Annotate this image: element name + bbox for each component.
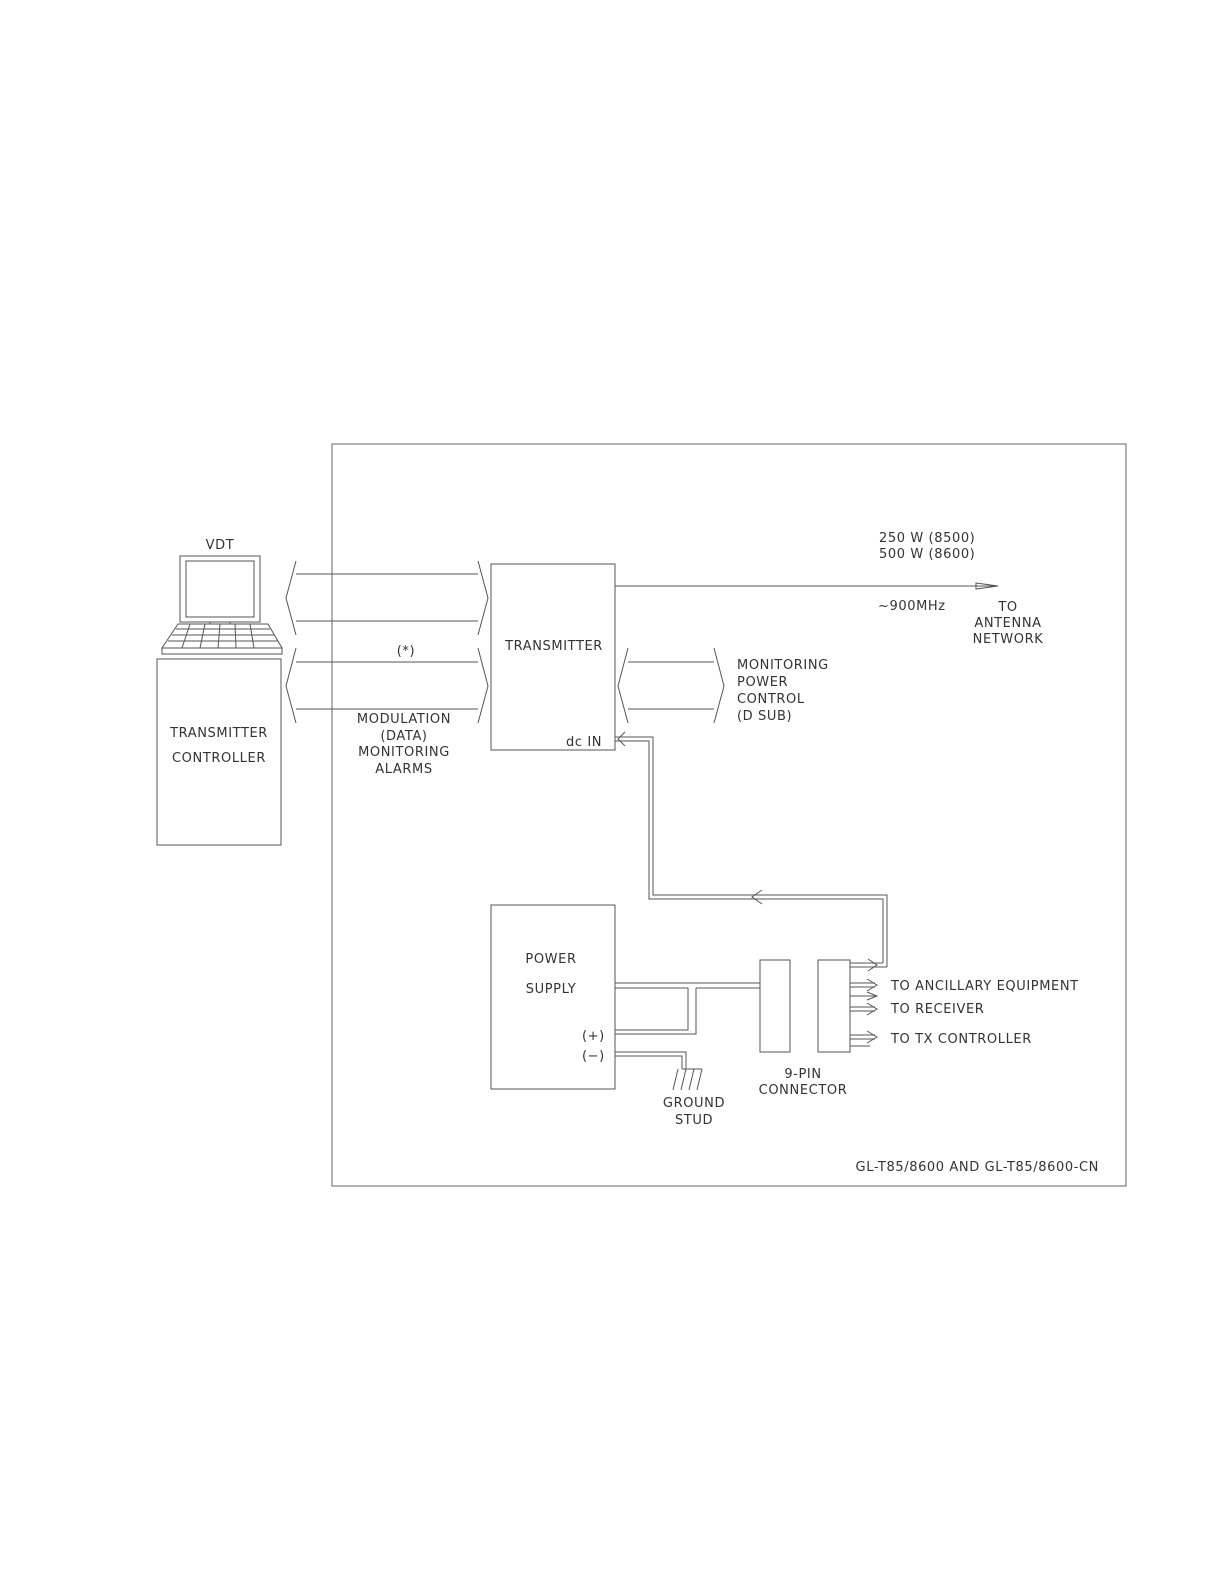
- monitoring-label-3: CONTROL: [737, 692, 805, 707]
- modulation-label-4: ALARMS: [375, 762, 432, 777]
- plus-terminal-label: (+): [582, 1029, 605, 1044]
- connector-label-2: CONNECTOR: [759, 1083, 848, 1098]
- ground-stud-label-1: GROUND: [663, 1096, 725, 1111]
- minus-terminal-label: (−): [582, 1049, 605, 1064]
- ground-stud-icon: [672, 1068, 703, 1091]
- transmitter-label: TRANSMITTER: [504, 639, 603, 654]
- dc-feed-line: [615, 731, 888, 972]
- monitoring-label-1: MONITORING: [737, 658, 829, 673]
- transmitter-box: [490, 563, 616, 751]
- ground-stud-label-2: STUD: [675, 1113, 713, 1128]
- vdt-bus-arrow: [285, 560, 489, 636]
- asterisk-note: (*): [397, 644, 415, 659]
- modulation-label-3: MONITORING: [358, 745, 450, 760]
- power-rating-2: 500 W (8600): [879, 547, 975, 562]
- antenna-label-1: TO: [997, 600, 1017, 615]
- power-rating-1: 250 W (8500): [879, 531, 975, 546]
- vdt-terminal-icon: [161, 555, 283, 655]
- power-supply-label-1: POWER: [525, 952, 576, 967]
- output-arrows: [850, 978, 879, 1047]
- vdt-label: VDT: [206, 538, 235, 553]
- monitoring-label-4: (D SUB): [737, 709, 792, 724]
- model-designation: GL-T85/8600 AND GL-T85/8600-CN: [856, 1160, 1099, 1175]
- monitoring-bus-arrow: [617, 647, 725, 724]
- power-wiring: [615, 982, 760, 1069]
- transmitter-controller-box: [156, 658, 282, 846]
- output-label-tx-controller: TO TX CONTROLLER: [890, 1032, 1032, 1047]
- antenna-label-2: ANTENNA: [974, 616, 1041, 631]
- controller-bus-arrow: [285, 647, 489, 724]
- dc-in-label: dc IN: [566, 735, 602, 750]
- power-supply-box: [490, 904, 616, 1090]
- antenna-label-3: NETWORK: [973, 632, 1044, 647]
- rf-output-arrow: [615, 582, 999, 590]
- system-frame: [331, 443, 1127, 1187]
- tx-controller-label-2: CONTROLLER: [172, 751, 266, 766]
- connector-socket-box: [817, 959, 851, 1053]
- output-label-receiver: TO RECEIVER: [890, 1002, 984, 1017]
- frequency-label: ~900MHz: [878, 599, 946, 614]
- modulation-label-1: MODULATION: [357, 712, 451, 727]
- modulation-label-2: (DATA): [380, 729, 427, 744]
- connector-plug-box: [759, 959, 791, 1053]
- connector-label-1: 9-PIN: [784, 1067, 821, 1082]
- output-label-ancillary: TO ANCILLARY EQUIPMENT: [890, 979, 1079, 994]
- power-supply-label-2: SUPPLY: [526, 982, 577, 997]
- tx-controller-label-1: TRANSMITTER: [169, 726, 268, 741]
- monitoring-label-2: POWER: [737, 675, 788, 690]
